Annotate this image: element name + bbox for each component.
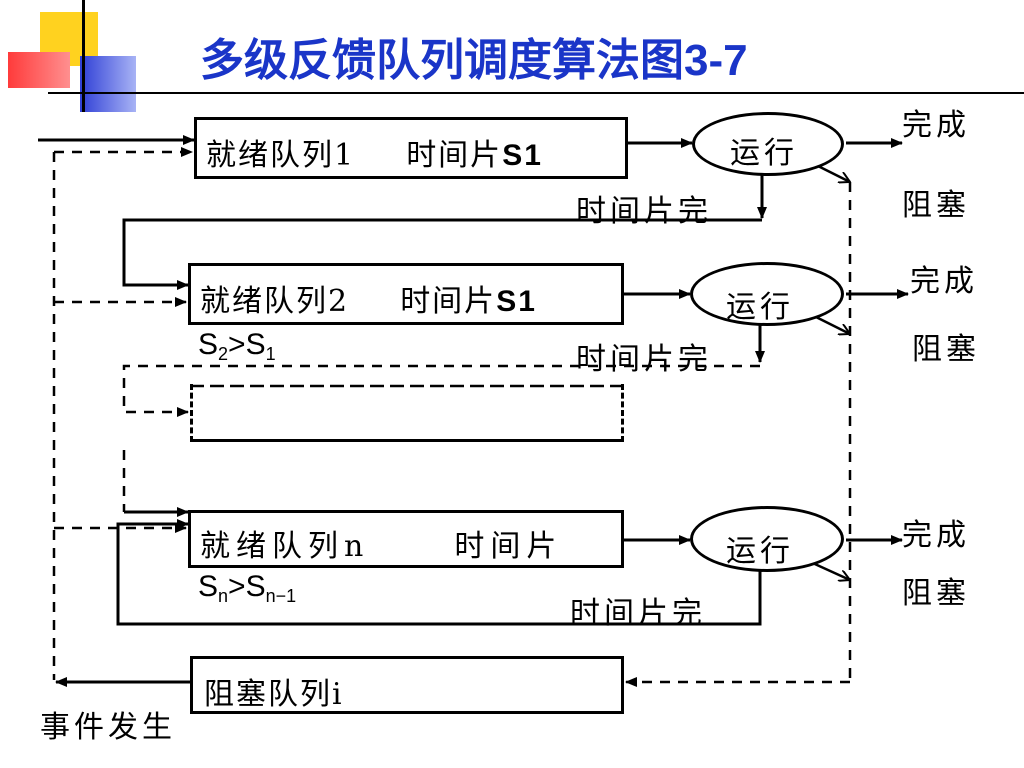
ready-queue-1-label: 就绪队列1 时间片S1 [206, 138, 543, 173]
deco-vertical-line [82, 0, 85, 112]
run-node-1 [692, 112, 844, 176]
intermediate-queue-placeholder [190, 384, 624, 442]
blocked-queue-label: 阻塞队列i [204, 677, 344, 712]
run-node-n-label: 运行 [726, 534, 794, 569]
deco-horizontal-line [48, 92, 1024, 94]
timeout-label-2: 时间片完 [576, 342, 712, 377]
ready-queue-2-label: 就绪队列2 时间片S1 [200, 284, 537, 319]
run-node-1-label: 运行 [730, 136, 798, 171]
complete-label-1: 完成 [902, 108, 970, 143]
blocked-queue [190, 656, 624, 714]
run-node-2 [690, 262, 844, 326]
complete-label-n: 完成 [902, 518, 970, 553]
queue-2-condition: S2>S1 [198, 328, 276, 364]
deco-blue-square [80, 56, 136, 112]
ready-queue-n [188, 510, 624, 568]
page-title: 多级反馈队列调度算法图3-7 [200, 35, 748, 86]
deco-red-square [8, 52, 70, 88]
event-label: 事件发生 [40, 710, 176, 745]
timeout-label-n: 时间片完 [570, 596, 706, 631]
complete-label-2: 完成 [910, 264, 978, 299]
timeout1-route [122, 218, 762, 290]
block-label-2: 阻塞 [912, 332, 980, 367]
ready-queue-n-label: 就绪队列n 时间片 [200, 529, 563, 564]
ready-queue-2 [188, 263, 624, 325]
block-label-1: 阻塞 [902, 188, 970, 223]
run-node-2-label: 运行 [726, 290, 794, 325]
block-label-n: 阻塞 [902, 576, 970, 611]
queue-n-condition: Sn>Sn−1 [198, 570, 297, 606]
timeout-label-1: 时间片完 [576, 194, 712, 229]
timeoutn-route [116, 519, 762, 626]
ready-queue-1 [194, 117, 628, 179]
run-node-n [690, 506, 844, 572]
